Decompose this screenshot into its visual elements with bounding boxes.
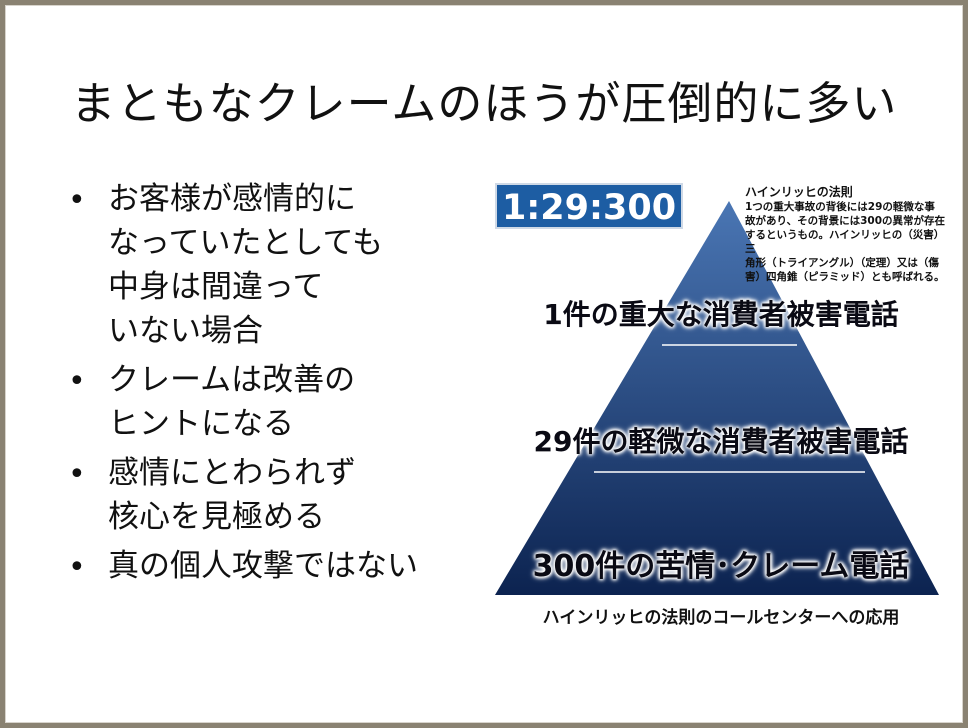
law-description: 1つの重大事故の背後には29の軽微な事 故があり、その背景には300の異常が存在… xyxy=(745,201,945,283)
bullet-dot-icon: • xyxy=(68,183,86,218)
bullet-dot-icon: • xyxy=(68,550,86,585)
law-title: ハインリッヒの法則 xyxy=(745,185,853,199)
slide-title: まともなクレームのほうが圧倒的に多い xyxy=(70,77,898,130)
bullet-line: 真の個人攻撃ではない xyxy=(108,548,418,584)
tier-top-label: 1件の重大な消費者被害電話 xyxy=(543,298,899,331)
bullet-list: • お客様が感情的に なっていたとしても 中身は間違って いない場合 • クレー… xyxy=(60,177,460,593)
bullet-item: • 感情にとわられず 核心を見極める xyxy=(60,451,460,539)
bullet-item: • クレームは改善の ヒントになる xyxy=(60,358,460,446)
figure-caption: ハインリッヒの法則のコールセンターへの応用 xyxy=(542,608,900,628)
bullet-line: 核心を見極める xyxy=(108,499,325,535)
tier-bottom-label: 300件の苦情･クレーム電話 xyxy=(532,549,910,584)
pyramid-shape xyxy=(495,201,939,595)
law-description-box: ハインリッヒの法則 1つの重大事故の背後には29の軽微な事 故があり、その背景に… xyxy=(745,185,945,284)
bullet-line: 中身は間違って xyxy=(108,269,324,305)
bullet-line: 感情にとわられず xyxy=(108,455,356,491)
bullet-line: クレームは改善の xyxy=(108,362,356,398)
bullet-line: お客様が感情的に xyxy=(108,181,356,217)
tier-middle-label: 29件の軽微な消費者被害電話 xyxy=(533,425,909,458)
bullet-item: • お客様が感情的に なっていたとしても 中身は間違って いない場合 xyxy=(60,177,460,353)
bullet-line: ヒントになる xyxy=(108,406,294,442)
bullet-line: なっていたとしても xyxy=(108,225,383,261)
pyramid-graphic xyxy=(495,201,939,595)
ratio-badge: 1:29:300 xyxy=(495,183,683,229)
bullet-line: いない場合 xyxy=(108,313,263,349)
bullet-item: • 真の個人攻撃ではない xyxy=(60,544,460,588)
heinrich-pyramid-figure: 1:29:300 ハインリッヒの法則 1つの重大事故の背後には29の軽微な事 故… xyxy=(491,183,951,633)
bullet-dot-icon: • xyxy=(68,364,86,399)
bullet-dot-icon: • xyxy=(68,457,86,492)
